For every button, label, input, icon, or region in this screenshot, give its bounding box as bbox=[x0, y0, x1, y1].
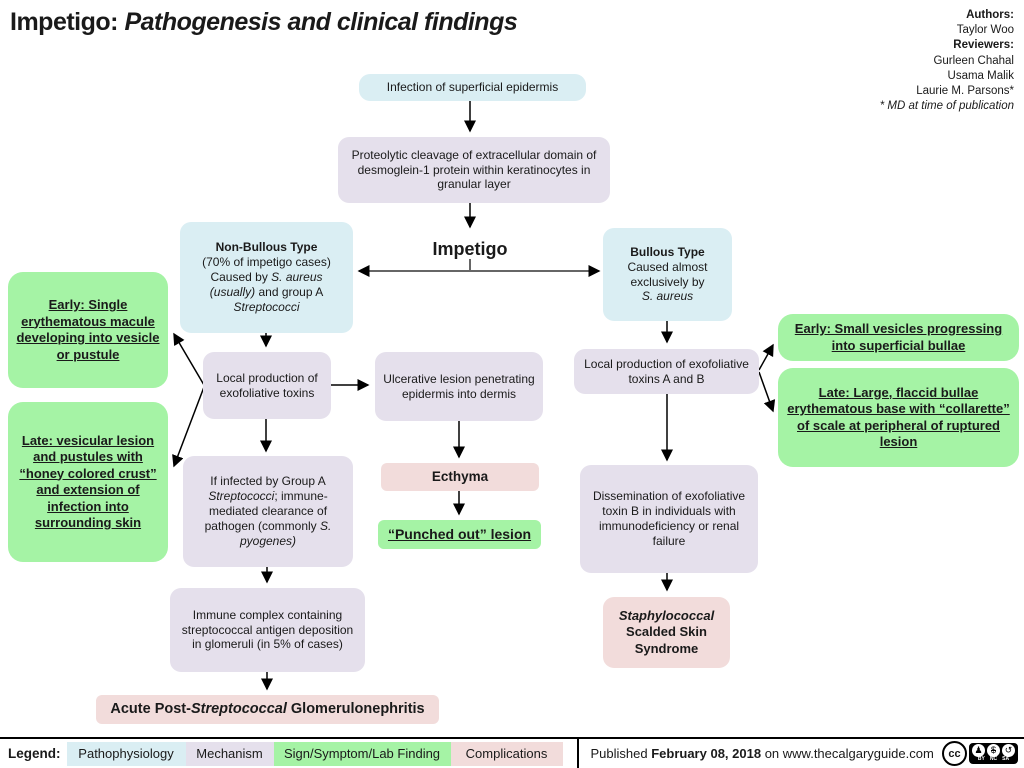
node-infection-superficial-epidermis: Infection of superficial epidermis bbox=[359, 74, 586, 101]
node-proteolytic-cleavage: Proteolytic cleavage of extracellular do… bbox=[338, 137, 610, 203]
node-acute-post-streptococcal-glomerulonephritis: Acute Post-Streptococcal Glomerulonephri… bbox=[96, 695, 439, 724]
node-early-bullous-finding: Early: Small vesicles progressing into s… bbox=[778, 314, 1019, 361]
node-text: Early: Single erythematous macule develo… bbox=[16, 297, 160, 362]
md-note: * MD at time of publication bbox=[879, 100, 1014, 113]
node-bullous-type: Bullous Type Caused almost exclusively b… bbox=[603, 228, 732, 321]
node-text: Caused by bbox=[210, 270, 272, 285]
reviewer-name: Gurleen Chahal bbox=[933, 54, 1014, 67]
node-text: Streptococci bbox=[208, 489, 275, 504]
node-text: If infected by Group A bbox=[210, 474, 326, 489]
node-text: Streptococcal bbox=[190, 700, 287, 717]
page-title: Impetigo: Pathogenesis and clinical find… bbox=[10, 8, 518, 37]
cc-icon: cc bbox=[942, 741, 967, 766]
node-text: Ecthyma bbox=[431, 468, 489, 484]
node-text: (usually) bbox=[209, 284, 256, 299]
node-text: Impetigo bbox=[432, 239, 508, 259]
node-text: and group A bbox=[255, 284, 324, 299]
node-text: Proteolytic cleavage of extracellular do… bbox=[351, 147, 597, 192]
node-text: Streptococci bbox=[233, 299, 300, 314]
cc-nc-dollar-icon: $ bbox=[987, 744, 1000, 758]
title-prefix: Impetigo: bbox=[10, 8, 119, 36]
legend-label: Legend: bbox=[8, 746, 61, 761]
reviewer-name: Laurie M. Parsons* bbox=[916, 84, 1014, 97]
node-text: Late: vesicular lesion and pustules with… bbox=[19, 432, 157, 531]
node-text: (70% of impetigo cases) bbox=[202, 255, 331, 270]
node-text: S. aureus bbox=[641, 289, 694, 304]
cc-license-badge: cc ♟ $ ↺ BY NC SA bbox=[942, 741, 1018, 766]
node-text: Acute Post- bbox=[110, 700, 191, 717]
node-text: Glomerulonephritis bbox=[286, 700, 425, 717]
node-text: Early: Small vesicles progressing into s… bbox=[794, 321, 1003, 353]
cc-by-label: BY bbox=[977, 756, 985, 763]
node-ulcerative-lesion: Ulcerative lesion penetrating epidermis … bbox=[375, 352, 543, 421]
node-impetigo: Impetigo bbox=[430, 239, 510, 260]
node-text: Caused almost bbox=[627, 259, 708, 274]
reviewer-name: Usama Malik bbox=[947, 69, 1014, 82]
published-date: February 08, 2018 bbox=[651, 746, 762, 761]
footer-divider bbox=[576, 739, 579, 768]
author-name: Taylor Woo bbox=[956, 24, 1014, 37]
node-text: S. aureus bbox=[271, 270, 323, 285]
node-text: “Punched out” lesion bbox=[387, 525, 532, 542]
node-local-production-exofoliative-toxins: Local production of exofoliative toxins bbox=[203, 352, 331, 419]
title-emphasis: Pathogenesis and clinical findings bbox=[118, 8, 518, 36]
node-text: Immune complex containing streptococcal … bbox=[181, 607, 354, 652]
node-text: Dissemination of exofoliative toxin B in… bbox=[592, 489, 746, 548]
legend-bar: Legend: Pathophysiology Mechanism Sign/S… bbox=[0, 737, 1024, 768]
cc-sa-arrow-icon: ↺ bbox=[1002, 744, 1015, 758]
node-text: Ulcerative lesion penetrating epidermis … bbox=[383, 371, 535, 401]
published-site: on www.thecalgaryguide.com bbox=[761, 746, 934, 761]
node-text: exclusively by bbox=[630, 274, 705, 289]
node-text: Local production of exofoliative toxins … bbox=[584, 356, 749, 386]
node-punched-out-lesion: “Punched out” lesion bbox=[378, 520, 541, 549]
authors-label: Authors: bbox=[966, 9, 1014, 21]
published-prefix: Published bbox=[590, 746, 652, 761]
node-immune-complex: Immune complex containing streptococcal … bbox=[170, 588, 365, 672]
node-text: S. pyogenes) bbox=[239, 518, 332, 548]
node-dissemination-toxin-b: Dissemination of exofoliative toxin B in… bbox=[580, 465, 758, 573]
credits-block: Authors: Taylor Woo Reviewers: Gurleen C… bbox=[880, 8, 1014, 114]
reviewers-label: Reviewers: bbox=[953, 39, 1014, 52]
node-text: Local production of exofoliative toxins bbox=[216, 370, 318, 400]
node-local-production-toxins-a-b: Local production of exofoliative toxins … bbox=[574, 349, 759, 394]
node-text: Staphylococcal bbox=[618, 608, 715, 624]
node-text: Bullous Type bbox=[630, 244, 705, 259]
node-text: Late: Large, flaccid bullae erythematous… bbox=[787, 384, 1010, 450]
node-text: Syndrome bbox=[634, 640, 699, 656]
cc-by-nc-sa-block: ♟ $ ↺ BY NC SA bbox=[969, 743, 1018, 764]
node-if-infected-group-a: If infected by Group A Streptococci; imm… bbox=[183, 456, 353, 567]
legend-pathophysiology: Pathophysiology bbox=[66, 741, 186, 766]
node-text: Infection of superficial epidermis bbox=[386, 80, 559, 95]
legend-mechanism: Mechanism bbox=[185, 741, 274, 766]
cc-nc-label: NC bbox=[989, 756, 998, 763]
node-late-nonbullous-finding: Late: vesicular lesion and pustules with… bbox=[8, 402, 168, 562]
node-staphylococcal-scalded-skin-syndrome: Staphylococcal Scalded Skin Syndrome bbox=[603, 597, 730, 668]
node-non-bullous-type: Non-Bullous Type (70% of impetigo cases)… bbox=[180, 222, 353, 333]
cc-by-person-icon: ♟ bbox=[972, 744, 985, 758]
published-text: Published February 08, 2018 on www.theca… bbox=[591, 746, 934, 761]
legend-complications: Complications bbox=[450, 741, 563, 766]
legend-sign-symptom: Sign/Symptom/Lab Finding bbox=[273, 741, 451, 766]
cc-sa-label: SA bbox=[1002, 756, 1010, 763]
node-ecthyma: Ecthyma bbox=[381, 463, 539, 491]
node-late-bullous-finding: Late: Large, flaccid bullae erythematous… bbox=[778, 368, 1019, 467]
node-text: Scalded Skin bbox=[626, 624, 707, 640]
node-text: Non-Bullous Type bbox=[215, 240, 318, 255]
node-early-nonbullous-finding: Early: Single erythematous macule develo… bbox=[8, 272, 168, 388]
node-text: ; immune-mediated clearance of pathogen … bbox=[204, 489, 328, 533]
